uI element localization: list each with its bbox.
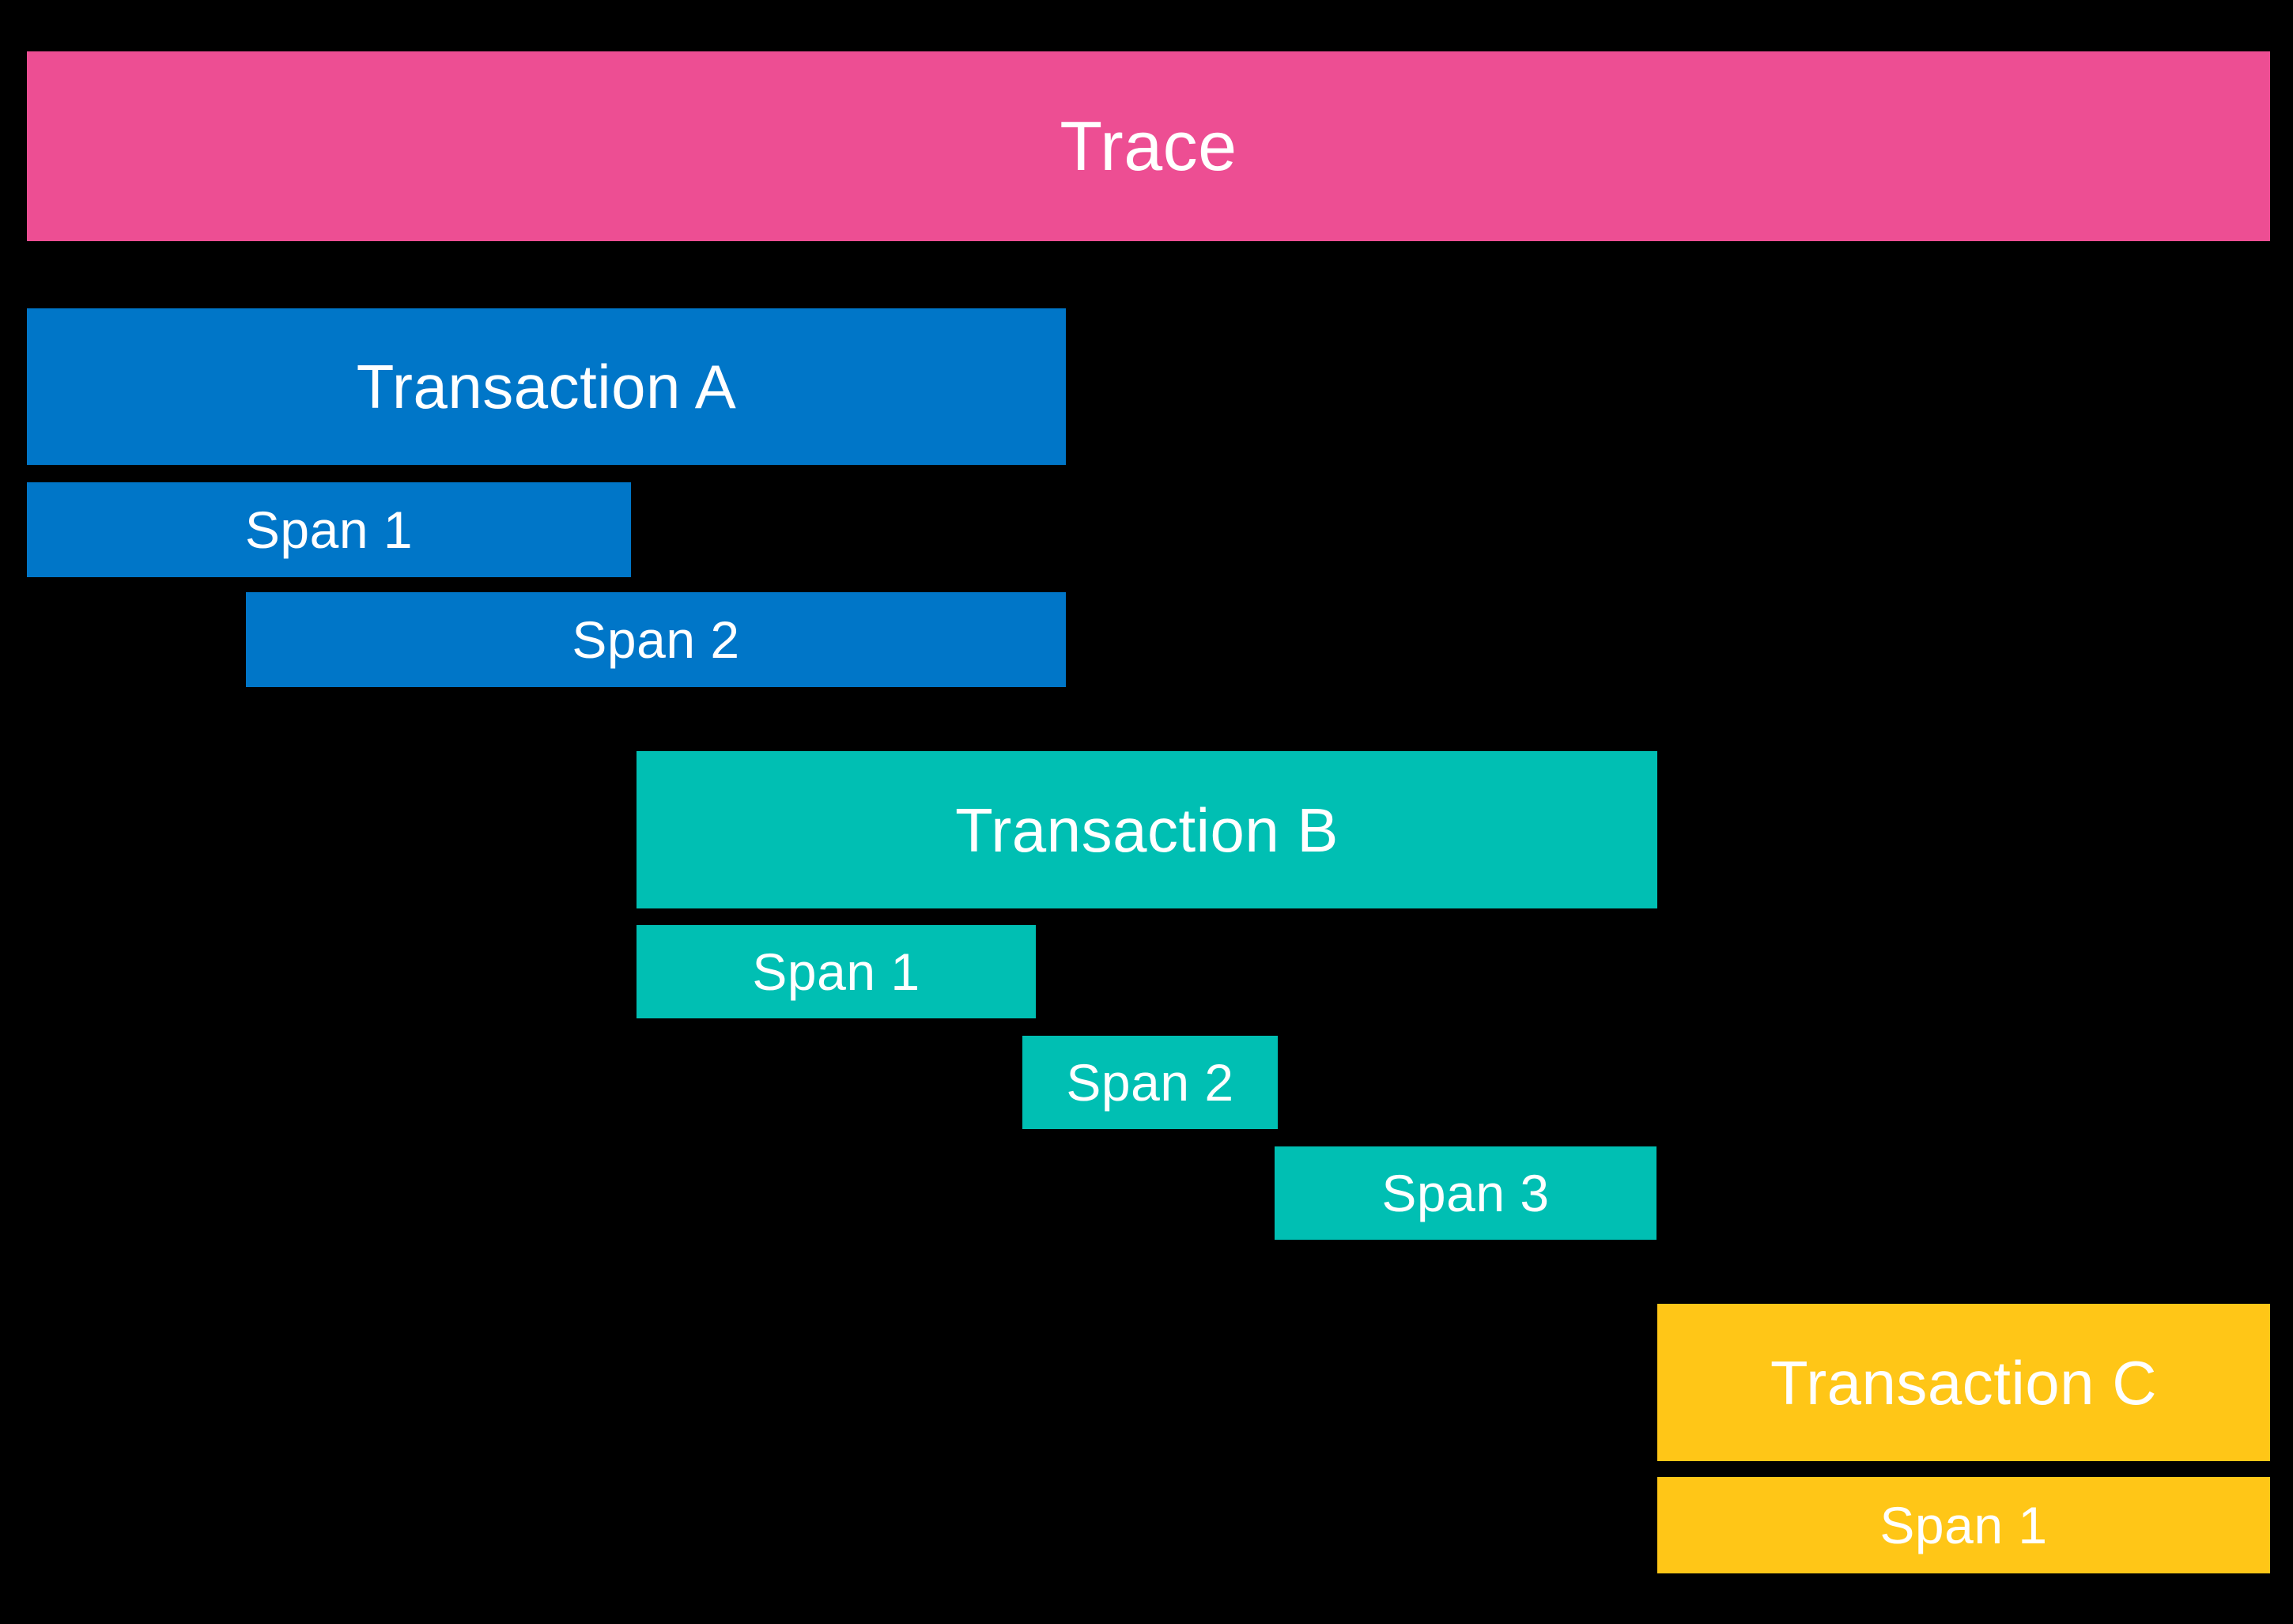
span-bar[interactable]: Span 1 <box>1657 1477 2270 1573</box>
bar-label: Transaction C <box>1770 1347 2158 1418</box>
bar-label: Span 1 <box>244 500 414 559</box>
span-bar[interactable]: Span 1 <box>637 925 1036 1018</box>
bar-label: Transaction A <box>356 352 737 421</box>
span-bar[interactable]: Span 2 <box>1022 1036 1278 1129</box>
bar-label: Transaction B <box>955 795 1339 865</box>
span-bar[interactable]: Span 1 <box>27 482 631 577</box>
transaction-bar-transaction-b[interactable]: Transaction B <box>637 751 1657 908</box>
transaction-bar-transaction-a[interactable]: Transaction A <box>27 308 1066 465</box>
span-bar[interactable]: Span 3 <box>1275 1146 1656 1240</box>
transaction-bar-transaction-c[interactable]: Transaction C <box>1657 1304 2270 1461</box>
bar-label: Span 1 <box>1879 1496 2048 1554</box>
span-bar[interactable]: Span 2 <box>246 592 1066 687</box>
bar-label: Span 3 <box>1381 1164 1550 1222</box>
trace-bar[interactable]: Trace <box>27 51 2270 241</box>
bar-label: Span 1 <box>752 942 920 1001</box>
bar-label: Trace <box>1060 107 1237 185</box>
bar-label: Span 2 <box>1066 1053 1234 1112</box>
bar-label: Span 2 <box>572 610 740 669</box>
